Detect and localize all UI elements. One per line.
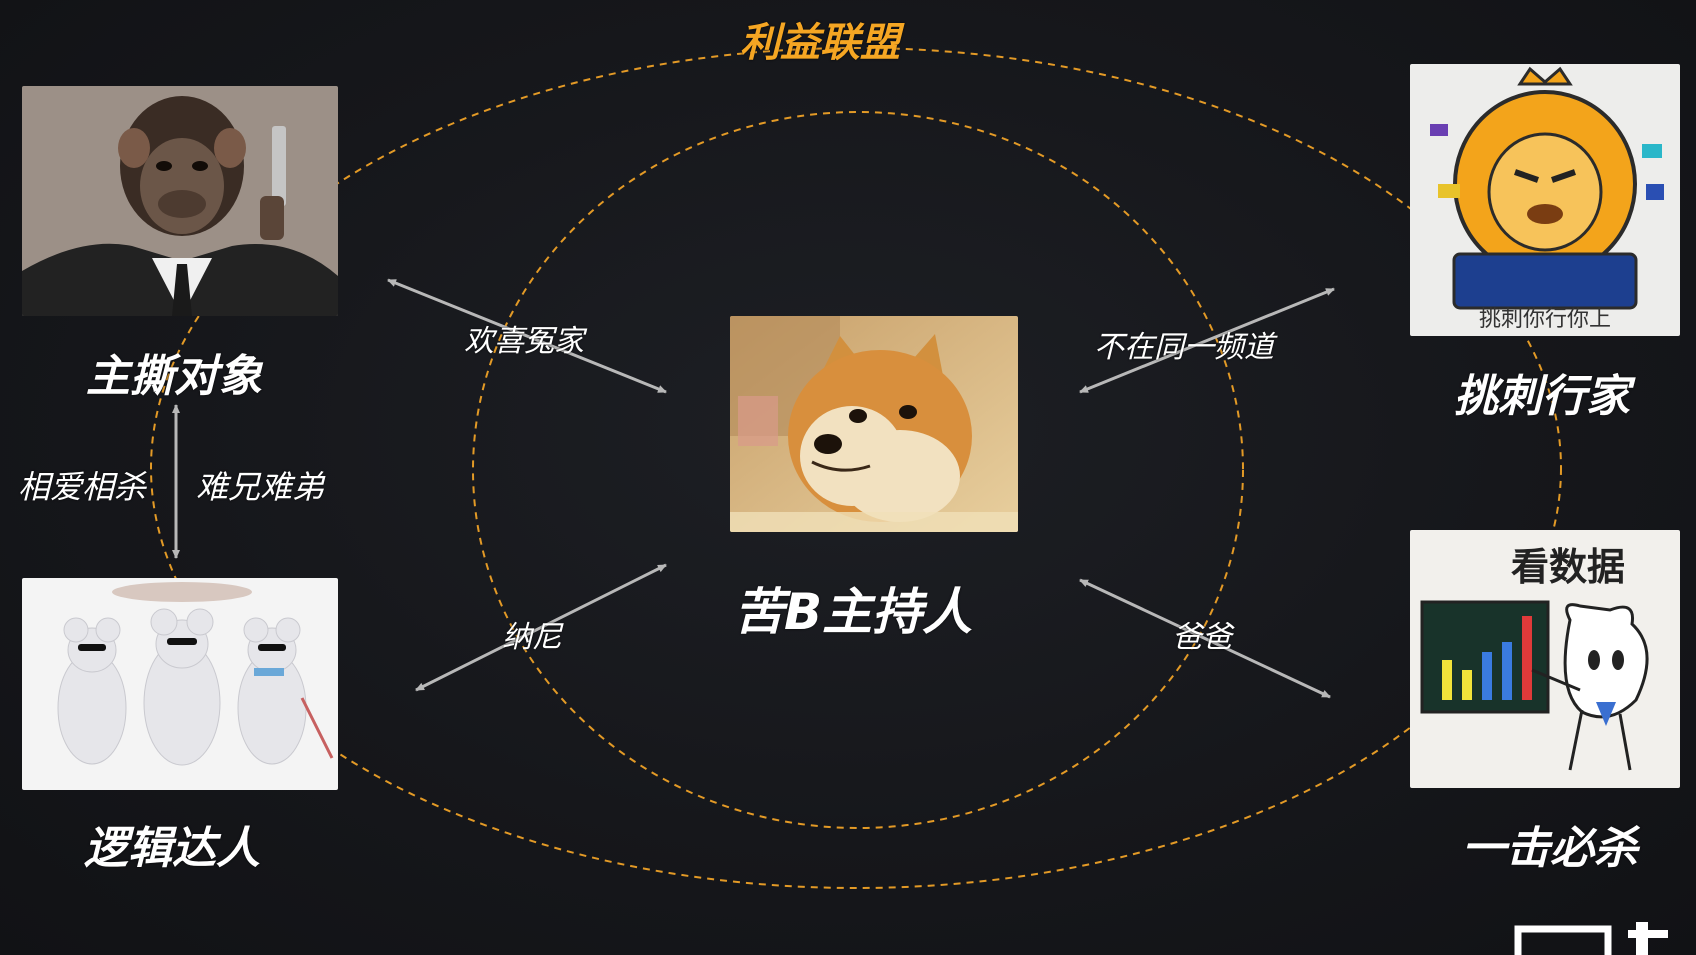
arrow-bottom-left xyxy=(415,563,667,692)
role-label-top-left: 主撕对象 xyxy=(86,351,262,402)
ape-with-gun-image xyxy=(22,86,338,316)
cat-with-chart-image: 看数据 xyxy=(1410,530,1680,788)
role-label-bottom-right: 一击必杀 xyxy=(1462,823,1638,874)
three-blind-mice-image xyxy=(22,578,338,790)
inner-orbit xyxy=(472,111,1244,829)
lion-image-caption: 挑刺你行你上 xyxy=(1479,307,1611,332)
center-label: 苦B主持人 xyxy=(734,583,973,641)
cat-image-caption: 看数据 xyxy=(1511,545,1625,589)
arrow-top-right xyxy=(1079,287,1335,394)
arrow-bottom-right xyxy=(1079,578,1331,699)
edge-label-bottom-right: 爸爸 xyxy=(1172,620,1232,655)
arrow-top-left xyxy=(387,278,667,394)
lion-mascot-image: 挑刺你行你上 xyxy=(1410,64,1680,336)
corner-logo-icon xyxy=(1514,922,1668,955)
role-label-top-right: 挑刺行家 xyxy=(1454,371,1630,422)
diagram-title: 利益联盟 xyxy=(740,20,900,66)
edge-label-top-left: 欢喜冤家 xyxy=(464,324,584,359)
role-label-bottom-left: 逻辑达人 xyxy=(84,823,260,874)
edge-label-bottom-left: 纳尼 xyxy=(502,620,562,655)
edge-label-left-b: 难兄难弟 xyxy=(196,468,325,506)
edge-label-top-right: 不在同一频道 xyxy=(1094,330,1274,365)
shiba-doge-image xyxy=(730,316,1018,532)
edge-label-left-a: 相爱相杀 xyxy=(18,468,147,506)
outer-orbit xyxy=(150,47,1562,889)
